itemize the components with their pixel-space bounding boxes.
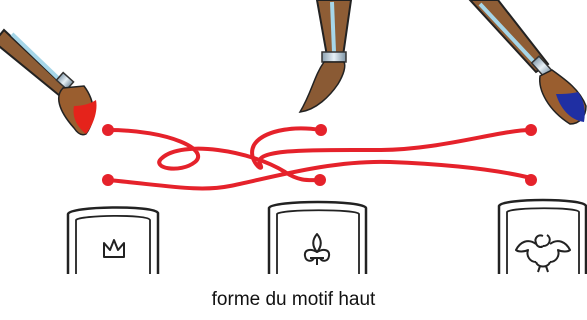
brush-red[interactable]	[0, 28, 97, 136]
brush-blue[interactable]	[468, 0, 587, 125]
card-eagle[interactable]	[497, 198, 587, 274]
red-paint-icon	[73, 100, 97, 134]
instruction-caption: forme du motif haut	[211, 289, 376, 310]
fleur-de-lis-icon	[303, 233, 331, 265]
card-fleur-de-lis[interactable]	[267, 200, 368, 274]
connector-2[interactable]	[250, 126, 533, 170]
endpoint-right-top[interactable]	[525, 124, 537, 136]
endpoint-left-top[interactable]	[102, 124, 114, 136]
eagle-icon	[515, 234, 571, 273]
card-crown[interactable]	[66, 206, 160, 274]
connector-endpoints	[102, 124, 537, 186]
crown-icon	[103, 239, 125, 258]
connector-3[interactable]	[106, 159, 533, 191]
tangled-connectors	[106, 126, 533, 191]
endpoint-middle-bottom[interactable]	[314, 174, 326, 186]
blue-paint-icon	[556, 92, 585, 122]
endpoint-middle-top[interactable]	[315, 124, 327, 136]
endpoint-right-bottom[interactable]	[525, 174, 537, 186]
endpoint-left-bottom[interactable]	[102, 174, 114, 186]
brush-brown[interactable]	[298, 0, 353, 113]
